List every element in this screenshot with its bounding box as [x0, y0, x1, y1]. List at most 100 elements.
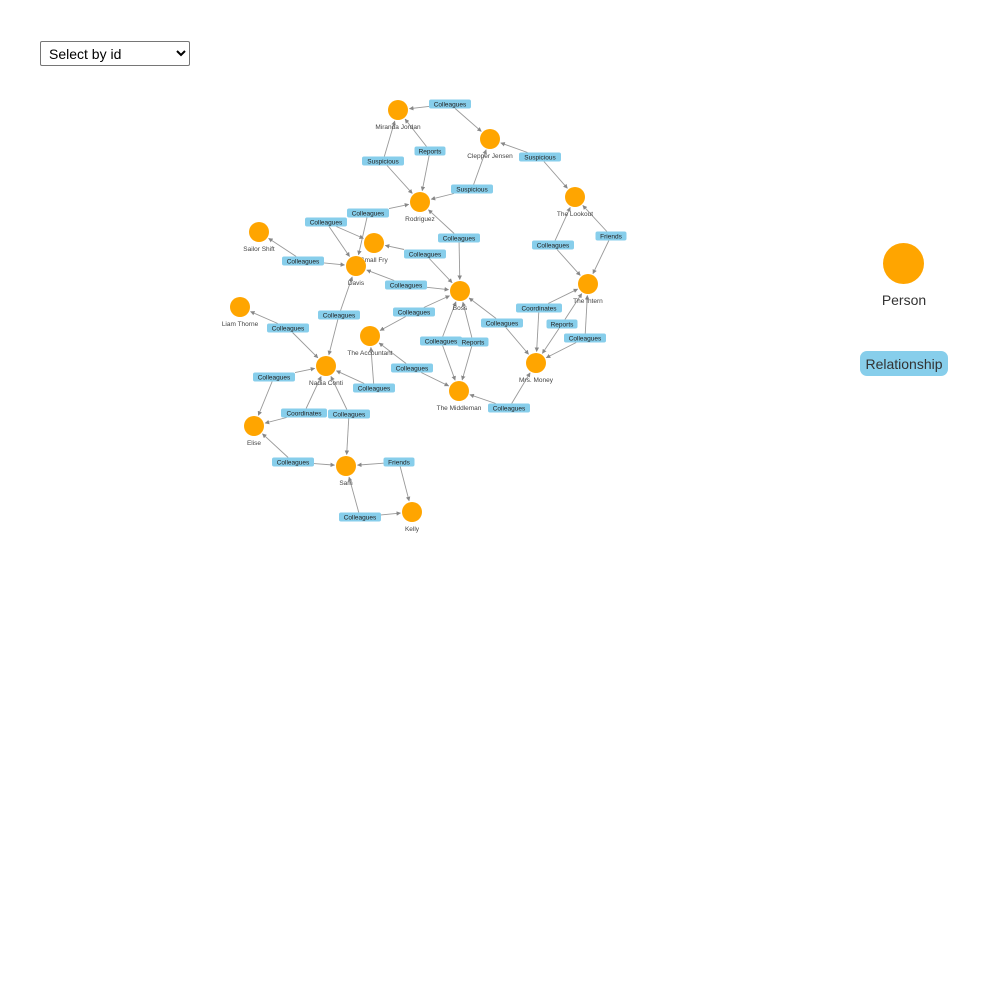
- person-circle[interactable]: [565, 187, 585, 207]
- relationship-box[interactable]: [481, 318, 523, 328]
- relationship-node[interactable]: Coordinates: [516, 303, 562, 313]
- relationship-node[interactable]: Colleagues: [267, 323, 309, 333]
- person-circle[interactable]: [480, 129, 500, 149]
- relationship-node[interactable]: Colleagues: [318, 310, 360, 320]
- relationship-node[interactable]: Colleagues: [328, 409, 370, 419]
- relationship-node[interactable]: Colleagues: [564, 333, 606, 343]
- relationship-node[interactable]: Suspicious: [451, 184, 493, 194]
- person-circle[interactable]: [249, 222, 269, 242]
- person-circle[interactable]: [230, 297, 250, 317]
- relationship-node[interactable]: Colleagues: [305, 217, 347, 227]
- relationship-box[interactable]: [305, 217, 347, 227]
- relationship-node[interactable]: Colleagues: [391, 363, 433, 373]
- relationship-node[interactable]: Colleagues: [393, 307, 435, 317]
- relationship-box[interactable]: [595, 231, 627, 241]
- person-circle[interactable]: [244, 416, 264, 436]
- relationship-node[interactable]: Colleagues: [404, 249, 446, 259]
- relationship-label: Colleagues: [277, 459, 310, 466]
- relationship-box[interactable]: [353, 383, 395, 393]
- person-circle[interactable]: [336, 456, 356, 476]
- relationship-box[interactable]: [532, 240, 574, 250]
- relationship-box[interactable]: [328, 409, 370, 419]
- relationship-box[interactable]: [488, 403, 530, 413]
- person-circle[interactable]: [410, 192, 430, 212]
- person-node[interactable]: Nadia Conti: [309, 356, 343, 387]
- person-node[interactable]: The Intern: [573, 274, 603, 305]
- relationship-node[interactable]: Colleagues: [481, 318, 523, 328]
- relationship-box[interactable]: [282, 256, 324, 266]
- person-node[interactable]: The Lookout: [557, 187, 593, 218]
- person-node[interactable]: Miranda Jordan: [375, 100, 421, 131]
- person-node[interactable]: Clepper Jensen: [467, 129, 513, 160]
- relationship-node[interactable]: Colleagues: [253, 372, 295, 382]
- relationship-box[interactable]: [383, 457, 415, 467]
- relationship-node[interactable]: Colleagues: [353, 383, 395, 393]
- relationship-node[interactable]: Colleagues: [438, 233, 480, 243]
- relationship-box[interactable]: [414, 146, 446, 156]
- relationship-node[interactable]: Coordinates: [281, 408, 327, 418]
- relationship-box[interactable]: [564, 333, 606, 343]
- relationship-box[interactable]: [253, 372, 295, 382]
- relationship-box[interactable]: [339, 512, 381, 522]
- relationship-node[interactable]: Colleagues: [420, 336, 462, 346]
- relationship-box[interactable]: [420, 336, 462, 346]
- relationship-box[interactable]: [362, 156, 404, 166]
- select-by-id-dropdown[interactable]: Select by id: [40, 41, 190, 66]
- relationship-node[interactable]: Friends: [595, 231, 627, 241]
- relationship-box[interactable]: [516, 303, 562, 313]
- person-node[interactable]: The Accountant: [347, 326, 393, 357]
- person-node[interactable]: Mrs. Money: [519, 353, 554, 384]
- person-node[interactable]: Sailor Shift: [243, 222, 275, 253]
- person-node[interactable]: Boss: [450, 281, 470, 312]
- person-node[interactable]: The Middleman: [437, 381, 482, 412]
- person-circle[interactable]: [364, 233, 384, 253]
- person-circle[interactable]: [346, 256, 366, 276]
- relationship-box[interactable]: [267, 323, 309, 333]
- relationship-node[interactable]: Friends: [383, 457, 415, 467]
- relationship-box[interactable]: [429, 99, 471, 109]
- relationship-box[interactable]: [438, 233, 480, 243]
- person-circle[interactable]: [388, 100, 408, 120]
- person-circle[interactable]: [316, 356, 336, 376]
- relationship-node[interactable]: Colleagues: [282, 256, 324, 266]
- relationship-box[interactable]: [385, 280, 427, 290]
- person-node[interactable]: Liam Thorne: [222, 297, 259, 328]
- relationship-node[interactable]: Colleagues: [339, 512, 381, 522]
- relationship-box[interactable]: [546, 319, 578, 329]
- person-node[interactable]: Davis: [346, 256, 366, 287]
- relationship-box[interactable]: [272, 457, 314, 467]
- relationship-box[interactable]: [318, 310, 360, 320]
- person-circle[interactable]: [402, 502, 422, 522]
- relationship-node[interactable]: Reports: [414, 146, 446, 156]
- person-node[interactable]: Sam: [336, 456, 356, 487]
- relationship-box[interactable]: [457, 337, 489, 347]
- relationship-node[interactable]: Colleagues: [347, 208, 389, 218]
- relationship-box[interactable]: [393, 307, 435, 317]
- relationship-box[interactable]: [519, 152, 561, 162]
- relationship-node[interactable]: Reports: [546, 319, 578, 329]
- person-circle[interactable]: [450, 281, 470, 301]
- relationship-box[interactable]: [281, 408, 327, 418]
- relationship-node[interactable]: Suspicious: [519, 152, 561, 162]
- relationship-node[interactable]: Suspicious: [362, 156, 404, 166]
- relationship-box[interactable]: [404, 249, 446, 259]
- relationship-box[interactable]: [451, 184, 493, 194]
- relationship-label: Colleagues: [272, 325, 305, 332]
- person-node[interactable]: Kelly: [402, 502, 422, 533]
- relationship-box[interactable]: [391, 363, 433, 373]
- person-label: Sam: [339, 480, 352, 487]
- person-circle[interactable]: [360, 326, 380, 346]
- relationship-node[interactable]: Colleagues: [385, 280, 427, 290]
- person-circle[interactable]: [526, 353, 546, 373]
- person-circle[interactable]: [578, 274, 598, 294]
- person-circle[interactable]: [449, 381, 469, 401]
- person-node[interactable]: Elise: [244, 416, 264, 447]
- relationship-node[interactable]: Colleagues: [488, 403, 530, 413]
- relationship-node[interactable]: Colleagues: [532, 240, 574, 250]
- relationship-node[interactable]: Colleagues: [429, 99, 471, 109]
- relationship-node[interactable]: Reports: [457, 337, 489, 347]
- relationship-node[interactable]: Colleagues: [272, 457, 314, 467]
- person-node[interactable]: Rodriguez: [405, 192, 435, 223]
- person-node[interactable]: Small Fry: [360, 233, 388, 264]
- relationship-box[interactable]: [347, 208, 389, 218]
